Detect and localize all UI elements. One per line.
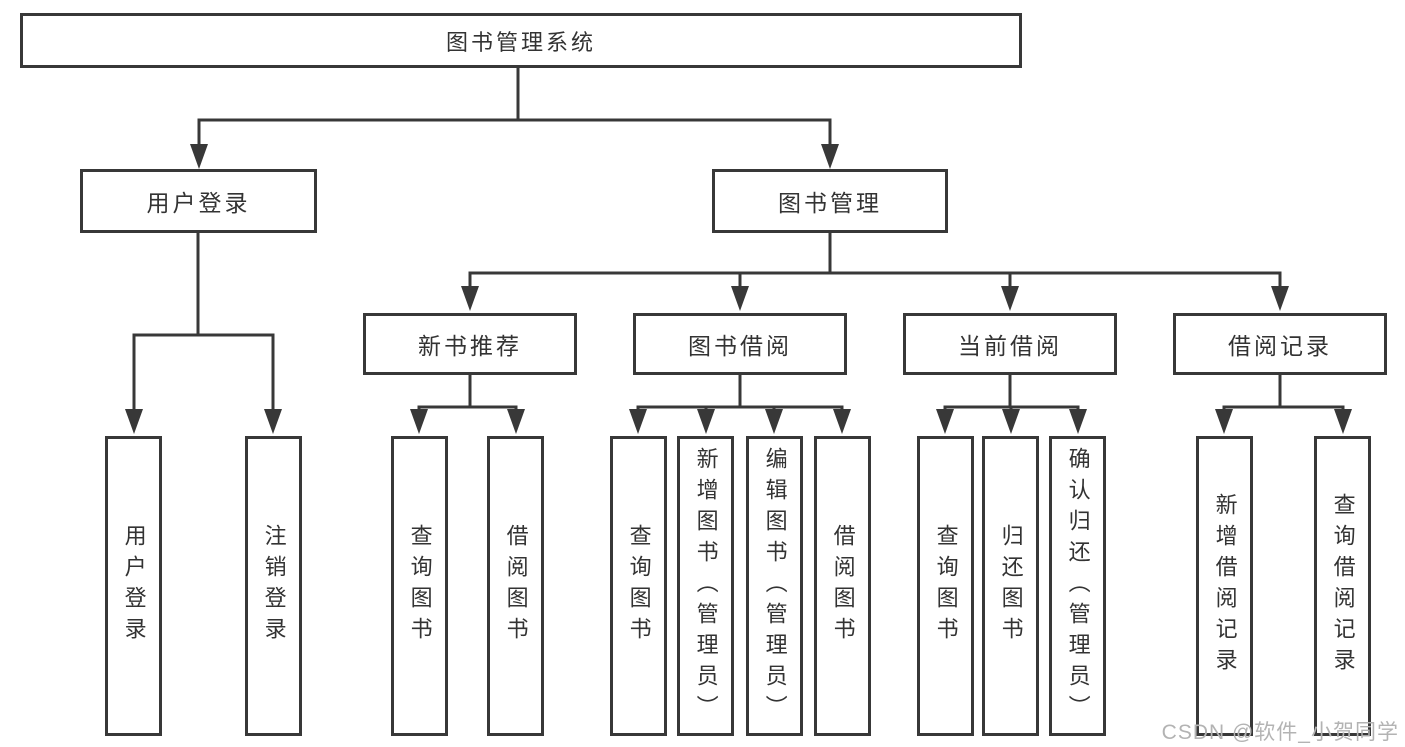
leaf-query-books-3-label: 查询图书 [933, 524, 959, 648]
leaf-query-books-2: 查询图书 [610, 436, 667, 736]
leaf-query-borrow-record-label: 查询借阅记录 [1330, 493, 1356, 679]
node-user-login-label: 用户登录 [146, 190, 251, 216]
node-root: 图书管理系统 [20, 13, 1022, 68]
leaf-return-book: 归还图书 [982, 436, 1039, 736]
leaf-borrow-books-1-label: 借阅图书 [503, 524, 529, 648]
leaf-query-books-1-label: 查询图书 [407, 524, 433, 648]
leaf-return-book-label: 归还图书 [998, 524, 1024, 648]
node-user-login: 用户登录 [80, 169, 317, 233]
node-book-borrow-label: 图书借阅 [688, 333, 792, 359]
leaf-query-books-2-label: 查询图书 [626, 524, 652, 648]
node-current-borrow-label: 当前借阅 [958, 333, 1062, 359]
leaf-user-login: 用户登录 [105, 436, 162, 736]
leaf-logout: 注销登录 [245, 436, 302, 736]
csdn-watermark: CSDN @软件_小贺同学 [1161, 721, 1399, 744]
node-book-management: 图书管理 [712, 169, 948, 233]
leaf-borrow-books-1: 借阅图书 [487, 436, 544, 736]
leaf-query-books-3: 查询图书 [917, 436, 974, 736]
leaf-borrow-books-2-label: 借阅图书 [830, 524, 856, 648]
leaf-add-book-admin: 新增图书（管理员） [677, 436, 734, 736]
node-borrow-records-label: 借阅记录 [1228, 333, 1332, 359]
leaf-logout-label: 注销登录 [261, 524, 287, 648]
leaf-edit-book-admin: 编辑图书（管理员） [746, 436, 803, 736]
node-new-book-recommend: 新书推荐 [363, 313, 577, 375]
leaf-edit-book-admin-label: 编辑图书（管理员） [762, 446, 788, 726]
leaf-query-books-1: 查询图书 [391, 436, 448, 736]
node-book-management-label: 图书管理 [778, 190, 882, 216]
node-borrow-records: 借阅记录 [1173, 313, 1387, 375]
leaf-add-borrow-record-label: 新增借阅记录 [1212, 493, 1238, 679]
node-new-book-recommend-label: 新书推荐 [418, 333, 522, 359]
node-root-label: 图书管理系统 [445, 29, 596, 55]
leaf-confirm-return-admin-label: 确认归还（管理员） [1065, 446, 1091, 726]
node-book-borrow: 图书借阅 [633, 313, 847, 375]
leaf-add-book-admin-label: 新增图书（管理员） [693, 446, 719, 726]
leaf-borrow-books-2: 借阅图书 [814, 436, 871, 736]
leaf-confirm-return-admin: 确认归还（管理员） [1049, 436, 1106, 736]
leaf-add-borrow-record: 新增借阅记录 [1196, 436, 1253, 736]
leaf-user-login-label: 用户登录 [121, 524, 147, 648]
node-current-borrow: 当前借阅 [903, 313, 1117, 375]
leaf-query-borrow-record: 查询借阅记录 [1314, 436, 1371, 736]
